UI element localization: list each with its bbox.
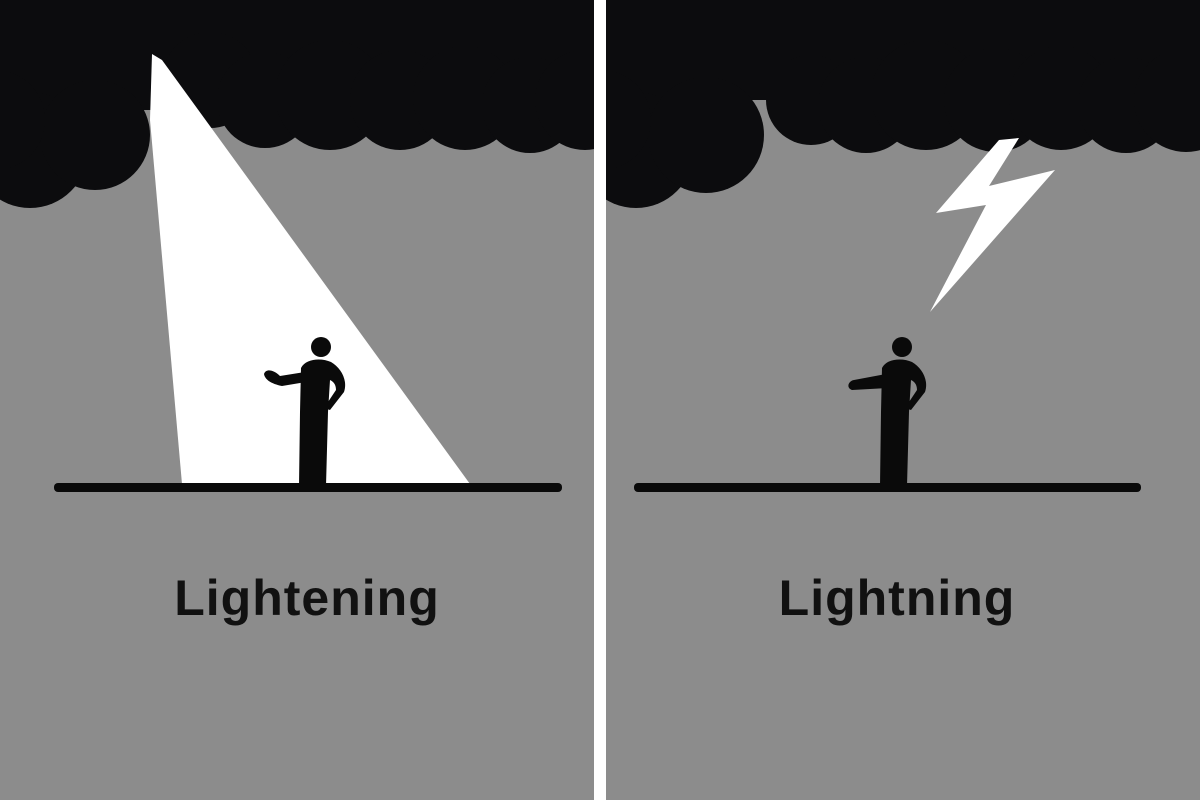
stick-figure-icon (264, 337, 346, 486)
panel-lightning: Lightning (606, 0, 1200, 800)
caption-lightning: Lightning (778, 570, 1016, 626)
storm-cloud-icon (606, 0, 1200, 208)
ground-line (54, 483, 562, 492)
caption-lightening: Lightening (174, 570, 440, 626)
lightening-illustration (0, 0, 594, 800)
light-beam-icon (150, 54, 470, 484)
lightning-bolt-icon (930, 138, 1055, 312)
lightning-illustration (606, 0, 1200, 800)
stick-figure-icon (848, 337, 927, 486)
ground-line (634, 483, 1141, 492)
storm-cloud-icon (0, 0, 594, 208)
panel-lightening: Lightening (0, 0, 594, 800)
